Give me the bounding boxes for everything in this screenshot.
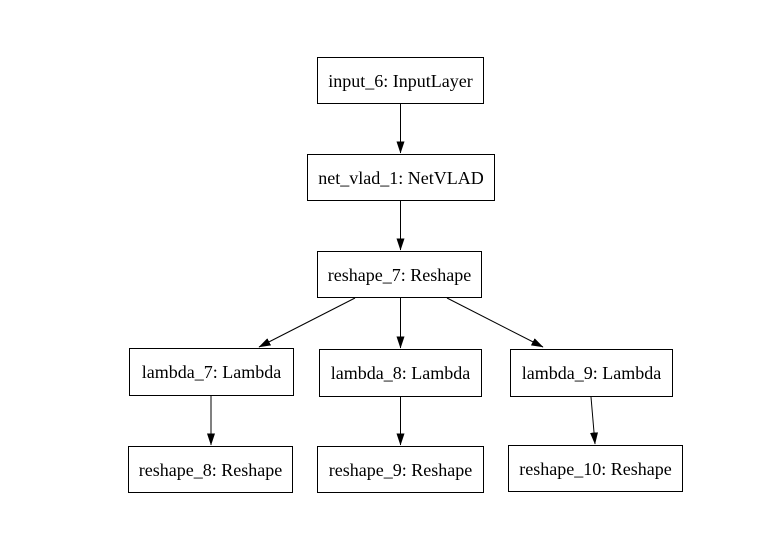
node-reshape_10: reshape_10: Reshape (508, 445, 683, 492)
node-input_6: input_6: InputLayer (317, 57, 484, 104)
node-reshape_8: reshape_8: Reshape (128, 446, 293, 493)
node-reshape_7: reshape_7: Reshape (317, 251, 482, 298)
node-lambda_7: lambda_7: Lambda (129, 348, 294, 396)
node-lambda_8: lambda_8: Lambda (319, 349, 482, 397)
node-lambda_9: lambda_9: Lambda (510, 349, 673, 397)
edge-reshape_7-lambda_7 (258, 297, 356, 348)
edge-lambda_9-reshape_10 (590, 396, 599, 445)
node-net_vlad_1: net_vlad_1: NetVLAD (307, 154, 495, 201)
node-reshape_9: reshape_9: Reshape (317, 446, 484, 493)
edge-reshape_7-lambda_9 (446, 297, 544, 348)
